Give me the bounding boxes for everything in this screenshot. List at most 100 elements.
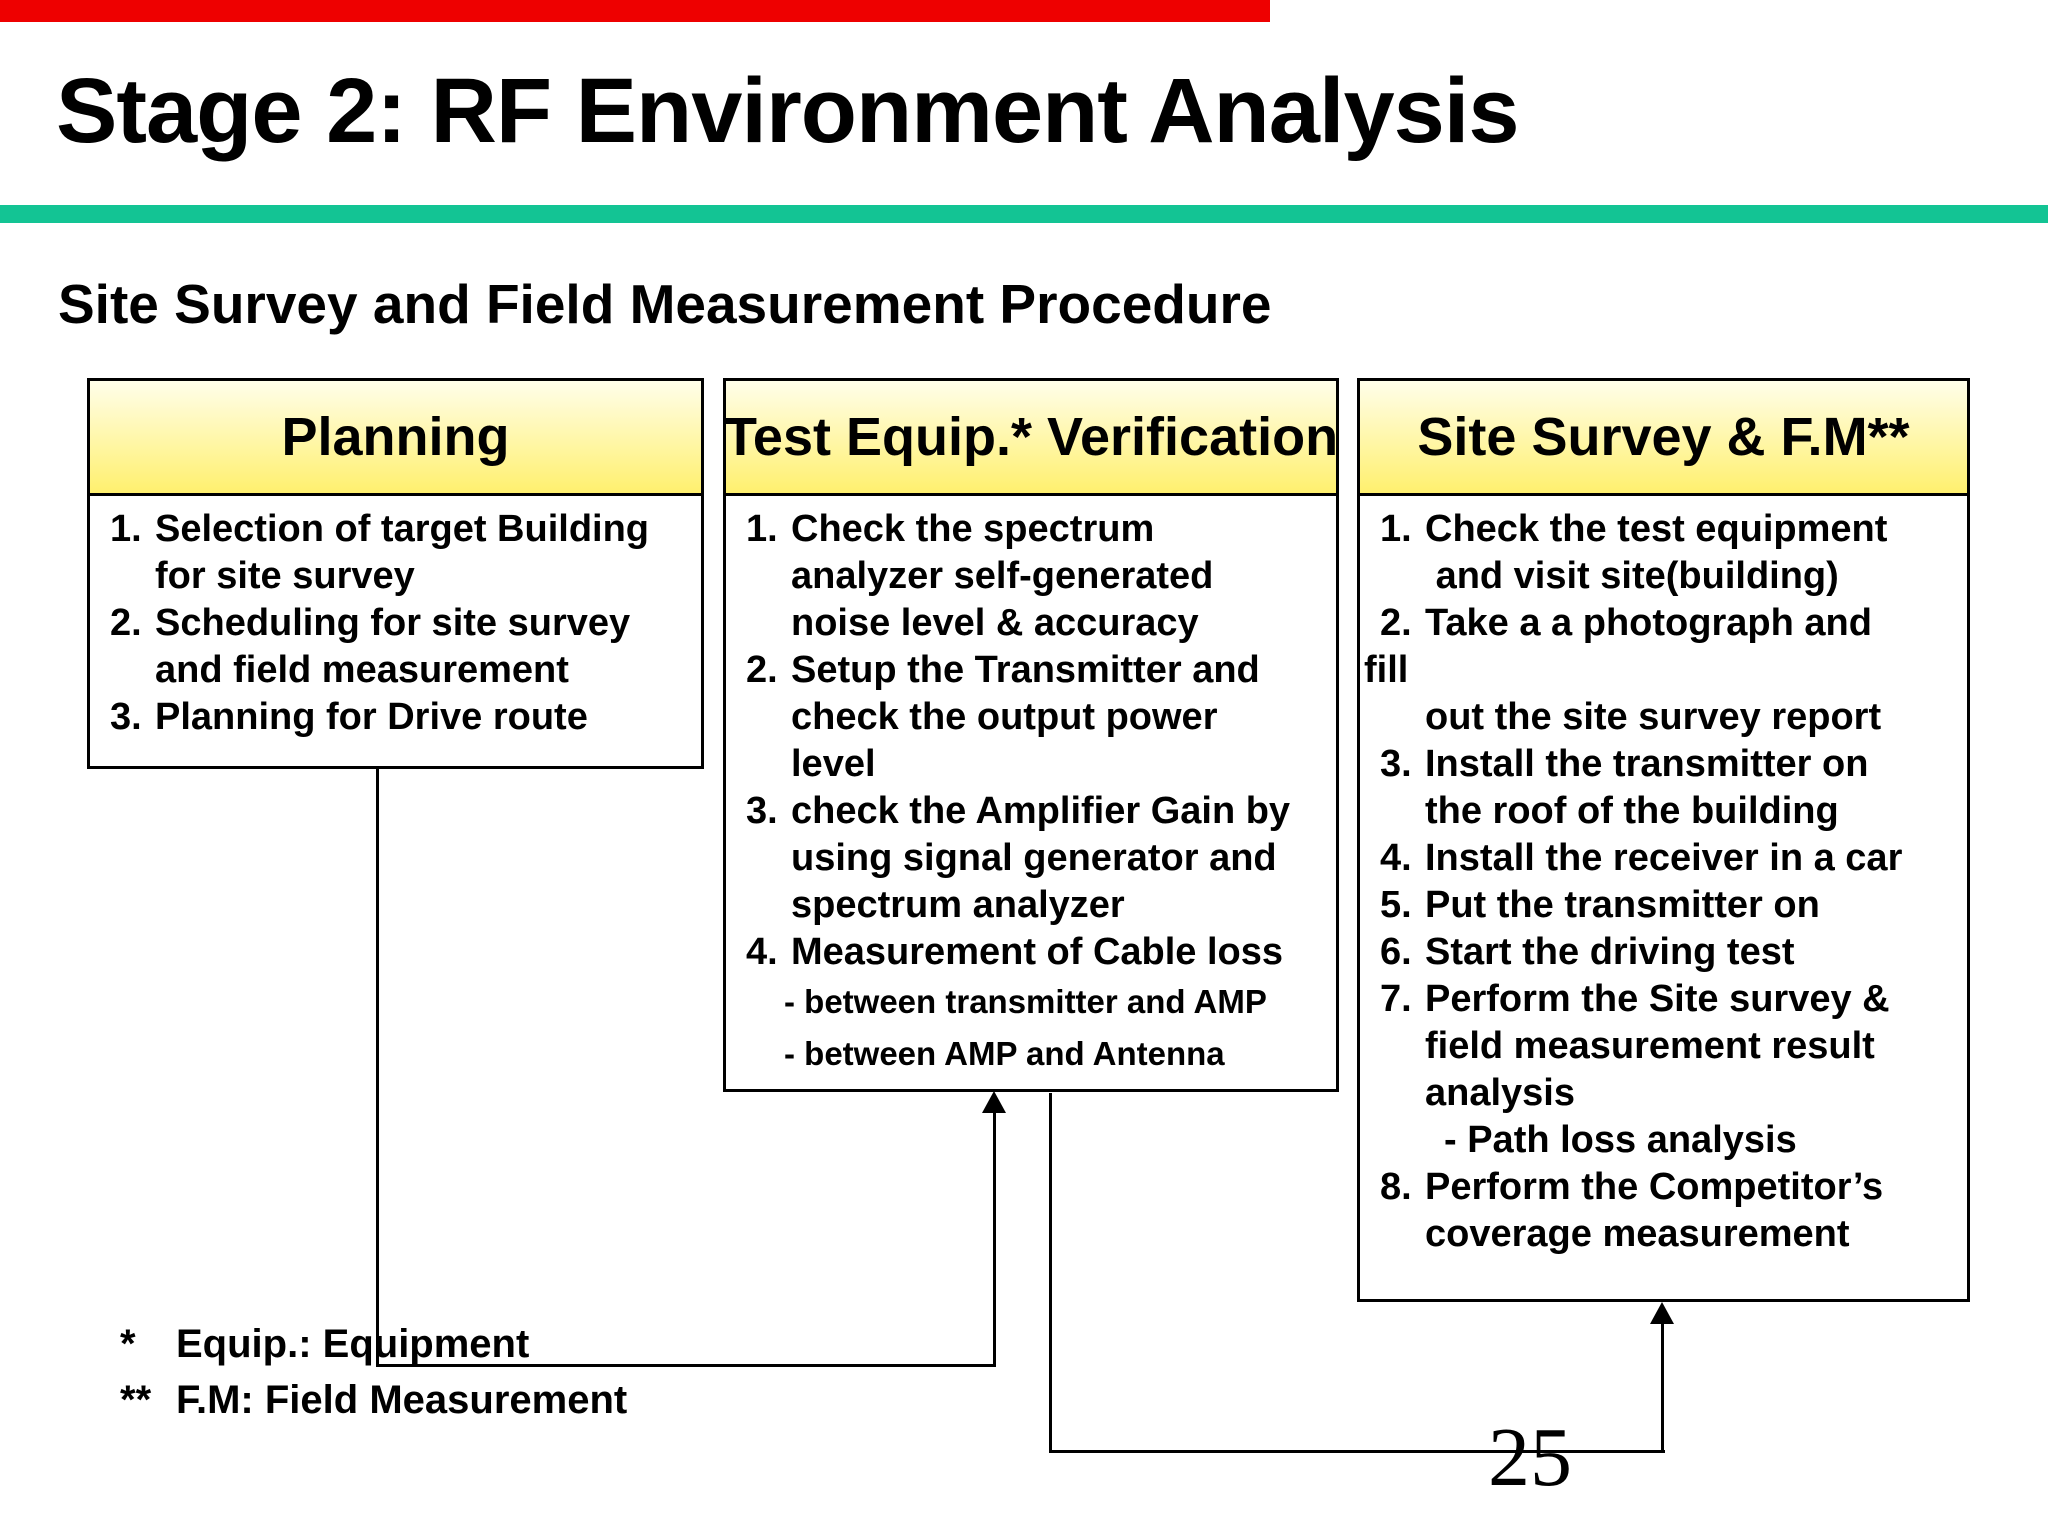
- list-item-text: Take a a photograph and: [1425, 602, 1872, 644]
- list-item-text: Perform the Competitor’s: [1425, 1166, 1884, 1208]
- list-item-text: Perform the Site survey &: [1425, 978, 1890, 1020]
- slide-title: Stage 2: RF Environment Analysis: [56, 60, 1520, 162]
- list-item-number: 5.: [1380, 884, 1412, 926]
- list-item-line: 4. Install the receiver in a car: [1360, 835, 1967, 882]
- list-item-text: spectrum analyzer: [791, 884, 1125, 926]
- slide-subtitle: Site Survey and Field Measurement Proced…: [58, 273, 1272, 335]
- list-item-line: 3. Install the transmitter on: [1360, 741, 1967, 788]
- list-item-text: Put the transmitter on: [1425, 884, 1820, 926]
- list-item-text: Planning for Drive route: [155, 696, 588, 738]
- list-item-text: Check the spectrum: [791, 508, 1155, 550]
- list-item-text: Selection of target Building: [155, 508, 650, 550]
- list-item-text: and field measurement: [155, 649, 569, 691]
- list-item-text: and visit site(building): [1425, 555, 1839, 597]
- list-item-text: noise level & accuracy: [791, 602, 1199, 644]
- list-item-line: 2.Scheduling for site survey: [90, 600, 701, 647]
- flow-box-test-equip-verification: Test Equip.* Verification 1. Check the sp…: [723, 378, 1339, 1092]
- list-item-line: and field measurement: [90, 647, 701, 694]
- list-item-number: 4.: [1380, 837, 1412, 879]
- footnote: * Equip.: Equipment: [120, 1316, 627, 1372]
- list-item-text: field measurement result: [1425, 1025, 1875, 1067]
- list-item-number: 3.: [746, 790, 778, 832]
- list-item-line: field measurement result: [1360, 1023, 1967, 1070]
- list-item-line: 4. Measurement of Cable loss: [726, 929, 1336, 976]
- list-item-line: - Path loss analysis: [1360, 1117, 1967, 1164]
- list-item-line: coverage measurement: [1360, 1211, 1967, 1258]
- list-item-line: 5. Put the transmitter on: [1360, 882, 1967, 929]
- connector-verification-up-line: [1661, 1324, 1664, 1453]
- list-item-text: the roof of the building: [1425, 790, 1839, 832]
- list-item-text: using signal generator and: [791, 837, 1277, 879]
- list-item-text: analyzer self-generated: [791, 555, 1214, 597]
- flow-box-planning-header: Planning: [90, 381, 701, 496]
- list-item-line: 7. Perform the Site survey &: [1360, 976, 1967, 1023]
- list-item-line: check the output power: [726, 694, 1336, 741]
- footnote: ** F.M: Field Measurement: [120, 1372, 627, 1428]
- list-item-line: - between transmitter and AMP: [726, 976, 1336, 1028]
- flow-box-site-survey-fm: Site Survey & F.M** 1. Check the test equ…: [1357, 378, 1970, 1302]
- connector-planning-up-line: [993, 1112, 996, 1367]
- list-item-text: coverage measurement: [1425, 1213, 1850, 1255]
- flow-box-test-equip-verification-body: 1. Check the spectrum analyzer self-genera…: [726, 496, 1336, 1080]
- footnote-marker: **: [120, 1378, 152, 1422]
- list-item-line: out the site survey report: [1360, 694, 1967, 741]
- list-item-number: 3.: [110, 696, 142, 738]
- list-item-text: out the site survey report: [1425, 696, 1882, 738]
- flow-box-planning: Planning 1. Selection of target Building f…: [87, 378, 704, 769]
- list-item-text: Check the test equipment: [1425, 508, 1888, 550]
- list-item-text: for site survey: [155, 555, 415, 597]
- flow-box-site-survey-fm-body: 1. Check the test equipment and visit sit…: [1360, 496, 1967, 1258]
- list-item-line: 1. Check the test equipment: [1360, 506, 1967, 553]
- list-item-line: 1. Check the spectrum: [726, 506, 1336, 553]
- list-item-line: 8.Perform the Competitor’s: [1360, 1164, 1967, 1211]
- connector-planning-horizontal-line: [376, 1364, 996, 1367]
- list-item-number: 1.: [1380, 508, 1412, 550]
- list-item-number: 3.: [1380, 743, 1412, 785]
- flow-box-site-survey-fm-header: Site Survey & F.M**: [1360, 381, 1967, 496]
- list-item-number: 1.: [110, 508, 142, 550]
- list-item-number: 2.: [1380, 602, 1412, 644]
- list-item-line: fill: [1360, 647, 1967, 694]
- footnote-text: F.M: Field Measurement: [176, 1378, 628, 1422]
- list-item-text: Start the driving test: [1425, 931, 1795, 973]
- list-item-text: Install the receiver in a car: [1425, 837, 1903, 879]
- list-item-text: - Path loss analysis: [1444, 1119, 1797, 1161]
- list-item-text: - between AMP and Antenna: [784, 1035, 1225, 1072]
- list-item-text: Install the transmitter on: [1425, 743, 1869, 785]
- list-item-line: spectrum analyzer: [726, 882, 1336, 929]
- list-item-line: using signal generator and: [726, 835, 1336, 882]
- list-item-text: - between transmitter and AMP: [784, 983, 1267, 1020]
- list-item-number: 6.: [1380, 931, 1412, 973]
- footnote-text: Equip.: Equipment: [176, 1322, 530, 1366]
- list-item-line: analyzer self-generated: [726, 553, 1336, 600]
- green-accent-bar: [0, 205, 2048, 223]
- up-arrow-icon: [982, 1091, 1006, 1113]
- list-item-text: Measurement of Cable loss: [791, 931, 1284, 973]
- list-item-number: 1.: [746, 508, 778, 550]
- list-item-number: 4.: [746, 931, 778, 973]
- list-item-text: analysis: [1425, 1072, 1575, 1114]
- red-accent-bar: [0, 0, 1270, 22]
- list-item-text: check the Amplifier Gain by: [791, 790, 1291, 832]
- list-item-number: 2.: [746, 649, 778, 691]
- list-item-line: analysis: [1360, 1070, 1967, 1117]
- list-item-number: 2.: [110, 602, 142, 644]
- up-arrow-icon: [1650, 1302, 1674, 1324]
- list-item-text: fill: [1364, 649, 1409, 691]
- list-item-number: 7.: [1380, 978, 1412, 1020]
- list-item-text: level: [791, 743, 876, 785]
- footnotes: * Equip.: Equipment ** F.M: Field Measureme…: [120, 1316, 627, 1428]
- list-item-text: Setup the Transmitter and: [791, 649, 1260, 691]
- list-item-line: 6. Start the driving test: [1360, 929, 1967, 976]
- list-item-text: check the output power: [791, 696, 1218, 738]
- list-item-line: the roof of the building: [1360, 788, 1967, 835]
- list-item-line: 3. check the Amplifier Gain by: [726, 788, 1336, 835]
- flow-box-planning-body: 1. Selection of target Building for site s…: [90, 496, 701, 741]
- list-item-line: 2. Setup the Transmitter and: [726, 647, 1336, 694]
- flow-box-test-equip-verification-header: Test Equip.* Verification: [724, 381, 1338, 496]
- connector-verification-horizontal-line: [1049, 1450, 1665, 1453]
- footnote-marker: *: [120, 1322, 136, 1366]
- connector-planning-down-line: [376, 769, 379, 1367]
- list-item-line: and visit site(building): [1360, 553, 1967, 600]
